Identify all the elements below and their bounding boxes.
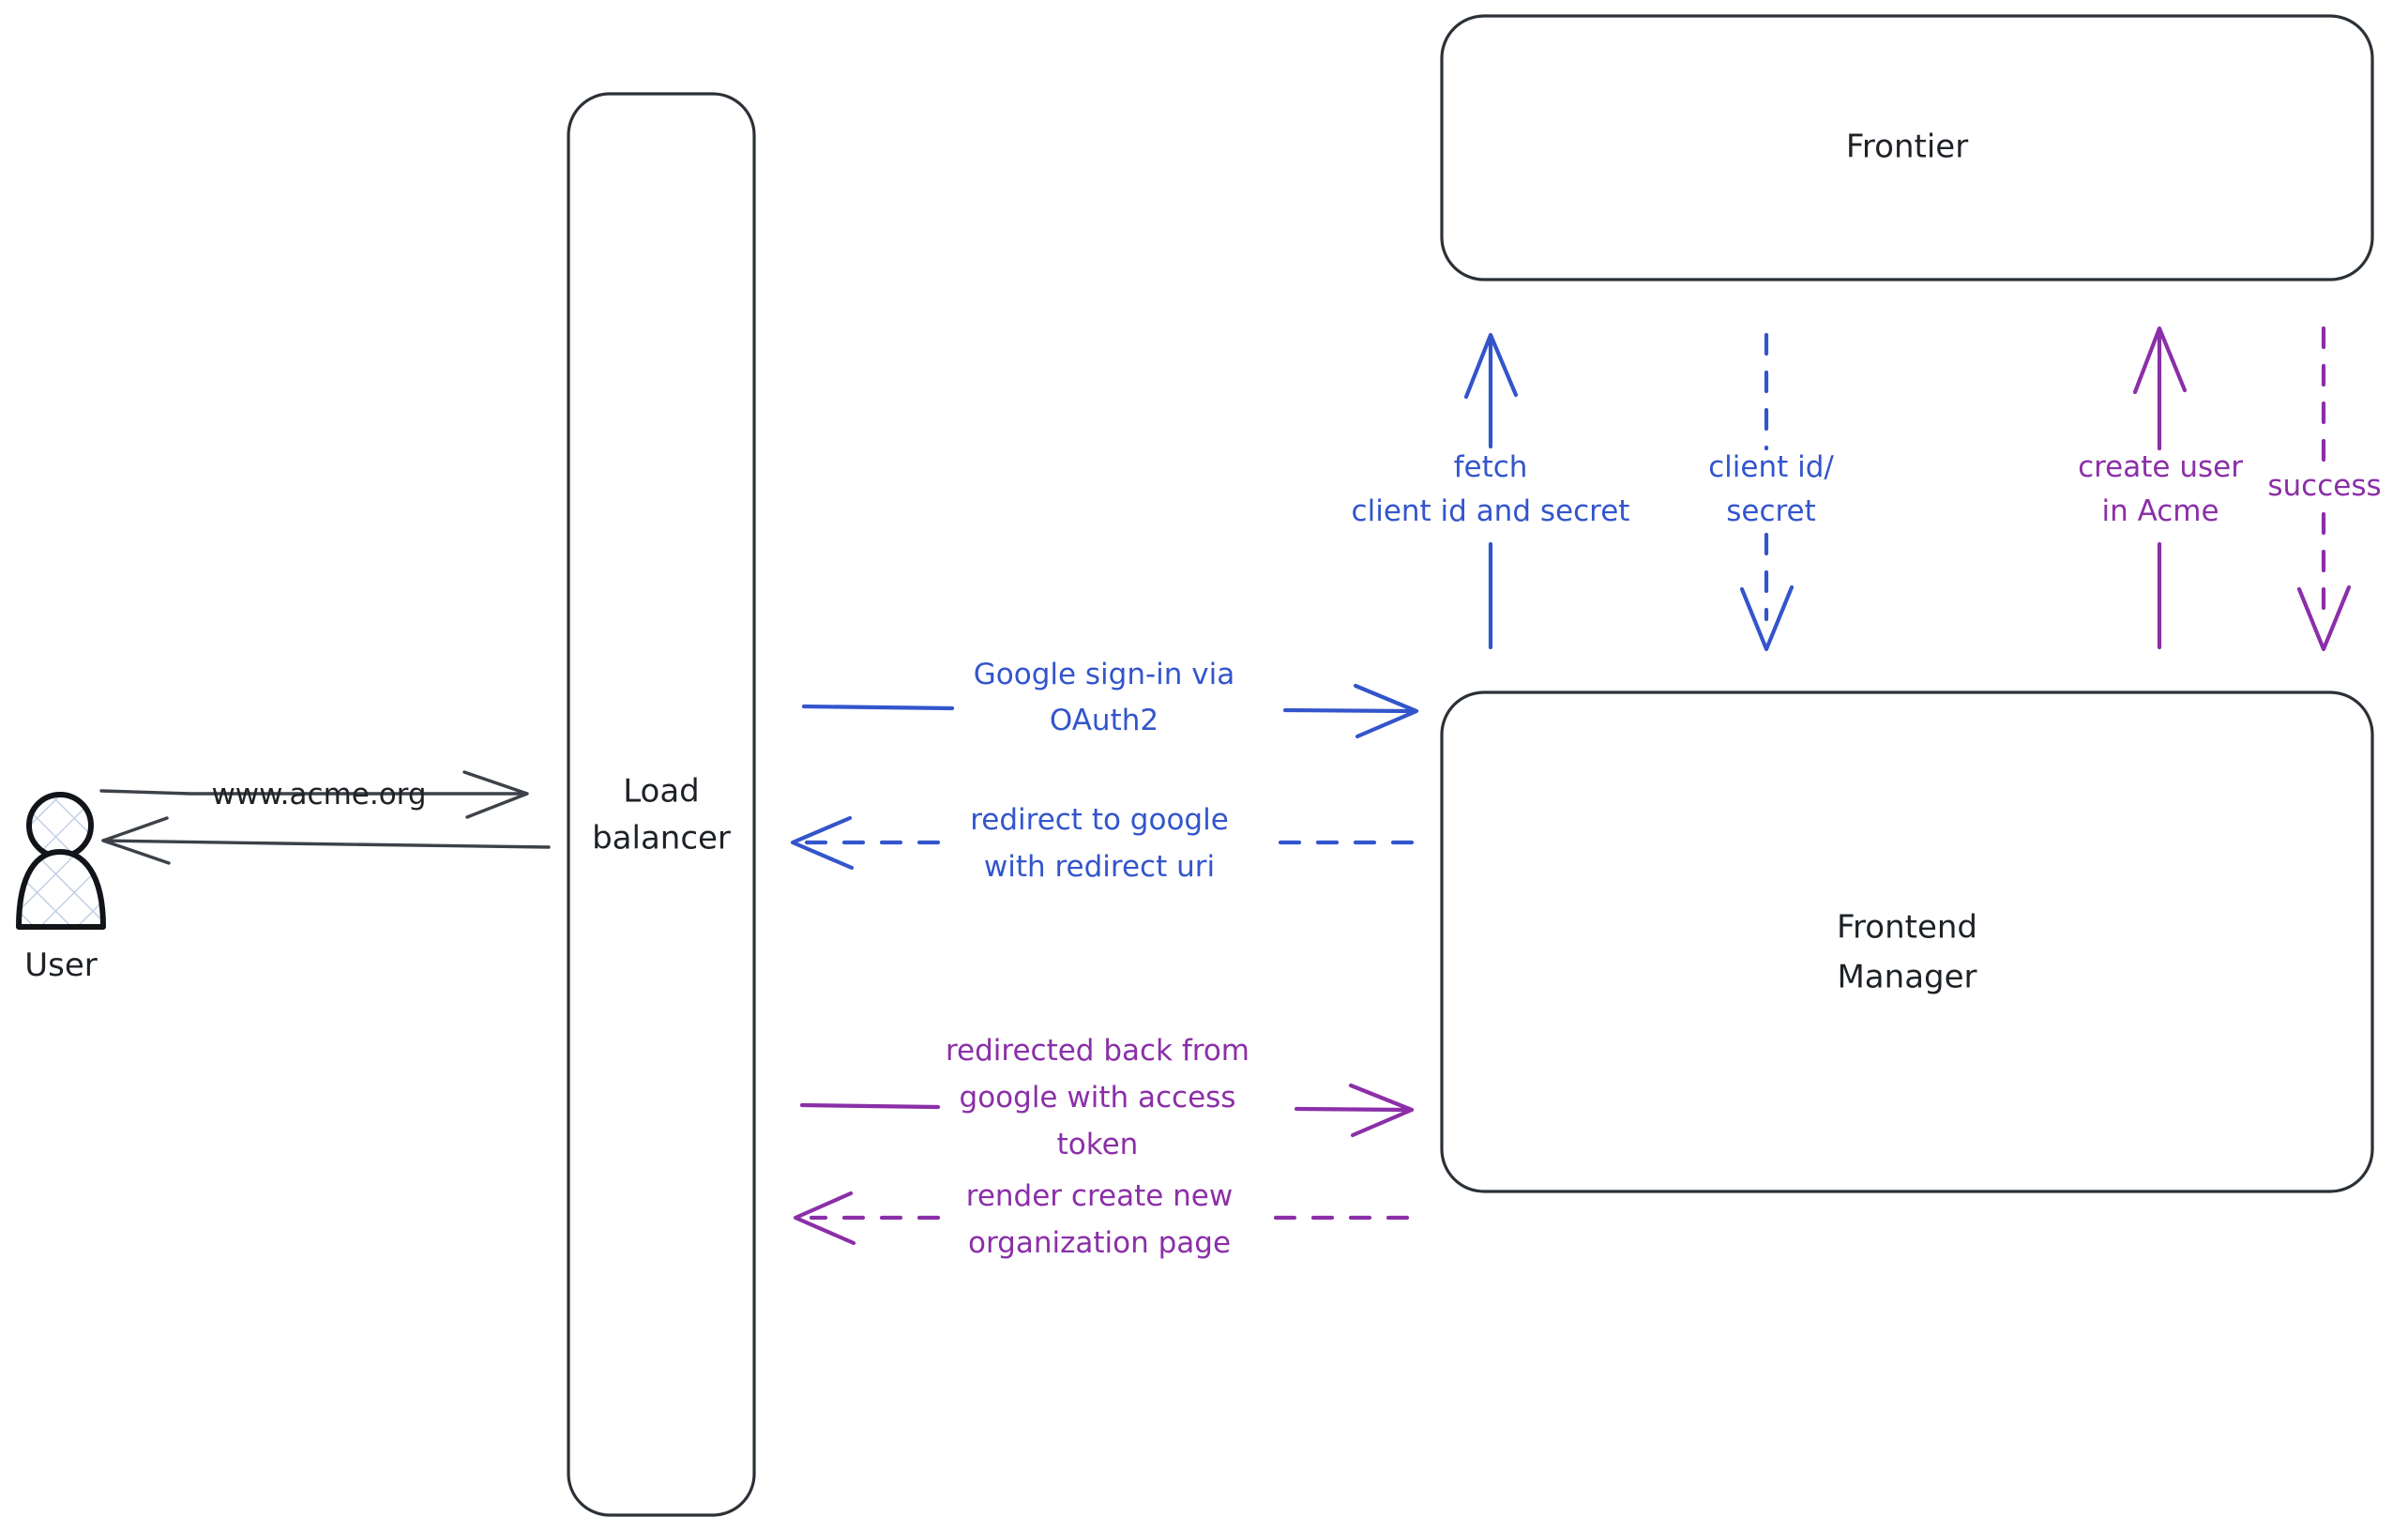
frontier-label: Frontier xyxy=(1846,129,1968,166)
edge-load-balancer-to-user[interactable] xyxy=(101,816,551,865)
edge-fetch-label-1: fetch xyxy=(1454,450,1528,484)
edge-lb-to-user-arrowhead xyxy=(101,816,171,865)
edge-token-line-right xyxy=(1294,1106,1410,1113)
edge-signin-line-right xyxy=(1282,707,1415,714)
edge-fm-to-lb-redirect[interactable]: redirect to google with redirect uri xyxy=(790,803,1415,884)
edge-success-arrowhead xyxy=(2296,584,2352,652)
edge-frontier-to-fm-creds[interactable]: client id/ secret xyxy=(1708,332,1834,652)
edge-creds-arrowhead xyxy=(1739,584,1795,652)
edge-lb-to-fm-signin[interactable]: Google sign-in via OAuth2 xyxy=(801,658,1419,739)
node-load-balancer[interactable]: Load balancer xyxy=(567,92,756,1517)
load-balancer-box xyxy=(567,92,756,1517)
node-frontier[interactable]: Frontier xyxy=(1440,14,2374,281)
edge-success-label-1: success xyxy=(2267,469,2381,503)
edge-fm-to-frontier-fetch[interactable]: fetch client id and secret xyxy=(1352,332,1630,650)
edge-token-label-3: token xyxy=(1057,1128,1139,1161)
edge-render-label-2: organization page xyxy=(968,1226,1231,1260)
edge-fm-to-lb-render[interactable]: render create new organization page xyxy=(793,1179,1410,1260)
edge-redirect-label-1: redirect to google xyxy=(970,803,1229,837)
frontend-manager-label-line1: Frontend xyxy=(1837,909,1977,947)
edge-fetch-label-2: client id and secret xyxy=(1352,494,1630,528)
edge-signin-arrowhead xyxy=(1353,683,1419,739)
load-balancer-label-line2: balancer xyxy=(592,820,731,857)
frontend-manager-box xyxy=(1440,690,2374,1193)
node-frontend-manager[interactable]: Frontend Manager xyxy=(1440,690,2374,1193)
edge-lb-to-user-line xyxy=(101,839,551,849)
edge-create-user-label-2: in Acme xyxy=(2101,494,2219,528)
user-head-icon xyxy=(26,792,94,859)
edge-creds-label-1: client id/ xyxy=(1708,450,1834,484)
edge-user-to-load-balancer[interactable]: www.acme.org xyxy=(99,770,529,819)
edge-render-label-1: render create new xyxy=(966,1179,1233,1213)
edge-signin-label-1: Google sign-in via xyxy=(974,658,1235,691)
edge-lb-to-fm-token[interactable]: redirected back from google with access … xyxy=(799,1034,1415,1161)
edge-fm-to-frontier-create-user[interactable]: create user in Acme xyxy=(2078,326,2243,650)
frontend-manager-label-line2: Manager xyxy=(1837,959,1976,996)
load-balancer-label-line1: Load xyxy=(623,773,700,811)
edge-redirect-arrowhead xyxy=(790,815,855,871)
edge-user-to-lb-line xyxy=(99,789,527,796)
edge-signin-label-2: OAuth2 xyxy=(1050,704,1159,737)
edge-token-label-2: google with access xyxy=(960,1081,1236,1115)
edge-fetch-arrowhead xyxy=(1463,332,1519,400)
edge-signin-line-left xyxy=(801,704,955,711)
edge-create-user-label-1: create user xyxy=(2078,450,2243,484)
edge-render-arrowhead xyxy=(793,1191,856,1246)
edge-token-line-left xyxy=(799,1102,941,1110)
node-user[interactable]: User xyxy=(16,792,106,984)
user-body-icon xyxy=(16,849,106,930)
edge-creds-label-2: secret xyxy=(1726,494,1816,528)
edge-user-to-lb-arrowhead xyxy=(462,770,529,819)
edge-token-arrowhead xyxy=(1348,1083,1415,1138)
edge-redirect-label-2: with redirect uri xyxy=(984,850,1215,884)
edge-frontier-to-fm-success[interactable]: success xyxy=(2267,326,2382,652)
edge-token-label-1: redirected back from xyxy=(946,1034,1249,1068)
frontier-box xyxy=(1440,14,2374,281)
edge-create-user-arrowhead xyxy=(2132,326,2188,395)
user-label: User xyxy=(24,947,98,984)
edge-user-to-lb-label-1: www.acme.org xyxy=(211,778,426,812)
